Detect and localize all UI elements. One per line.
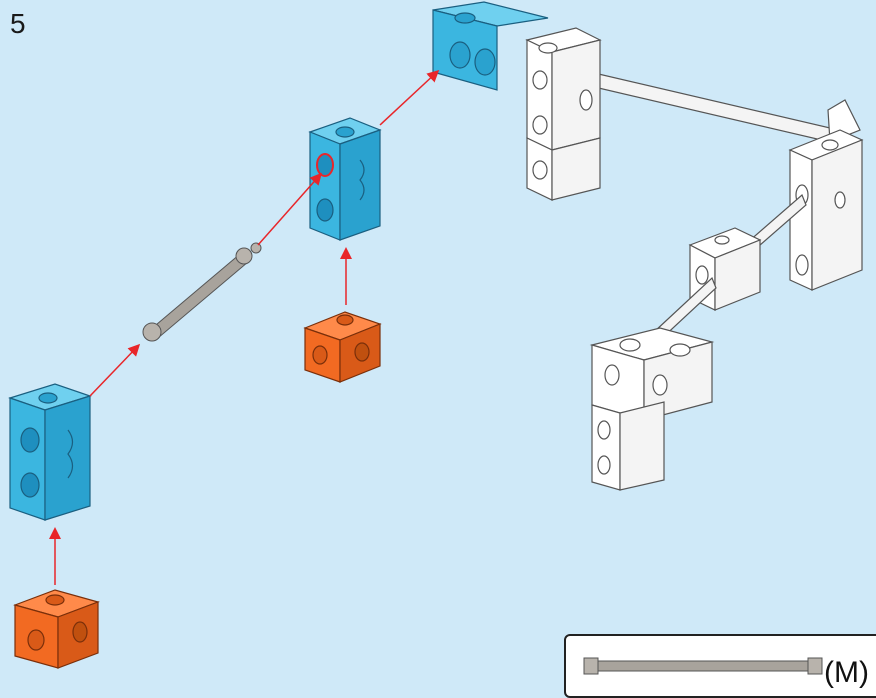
white-axle-upper <box>590 72 830 142</box>
axle-icon <box>580 652 830 682</box>
red-arrow-icon <box>380 72 437 125</box>
orange-cube-middle <box>305 312 380 382</box>
assembly-illustration <box>0 0 876 677</box>
red-arrow-icon <box>90 346 138 396</box>
instruction-step-canvas: 5 <box>0 0 876 677</box>
blue-brick-middle <box>310 118 380 240</box>
callout-label: (M) <box>824 656 869 690</box>
blue-long-brick-lower <box>10 384 90 520</box>
part-callout-box: (M) <box>564 634 876 698</box>
white-structure <box>527 28 862 490</box>
gray-axle <box>143 243 261 341</box>
orange-cube-lower <box>15 590 98 668</box>
